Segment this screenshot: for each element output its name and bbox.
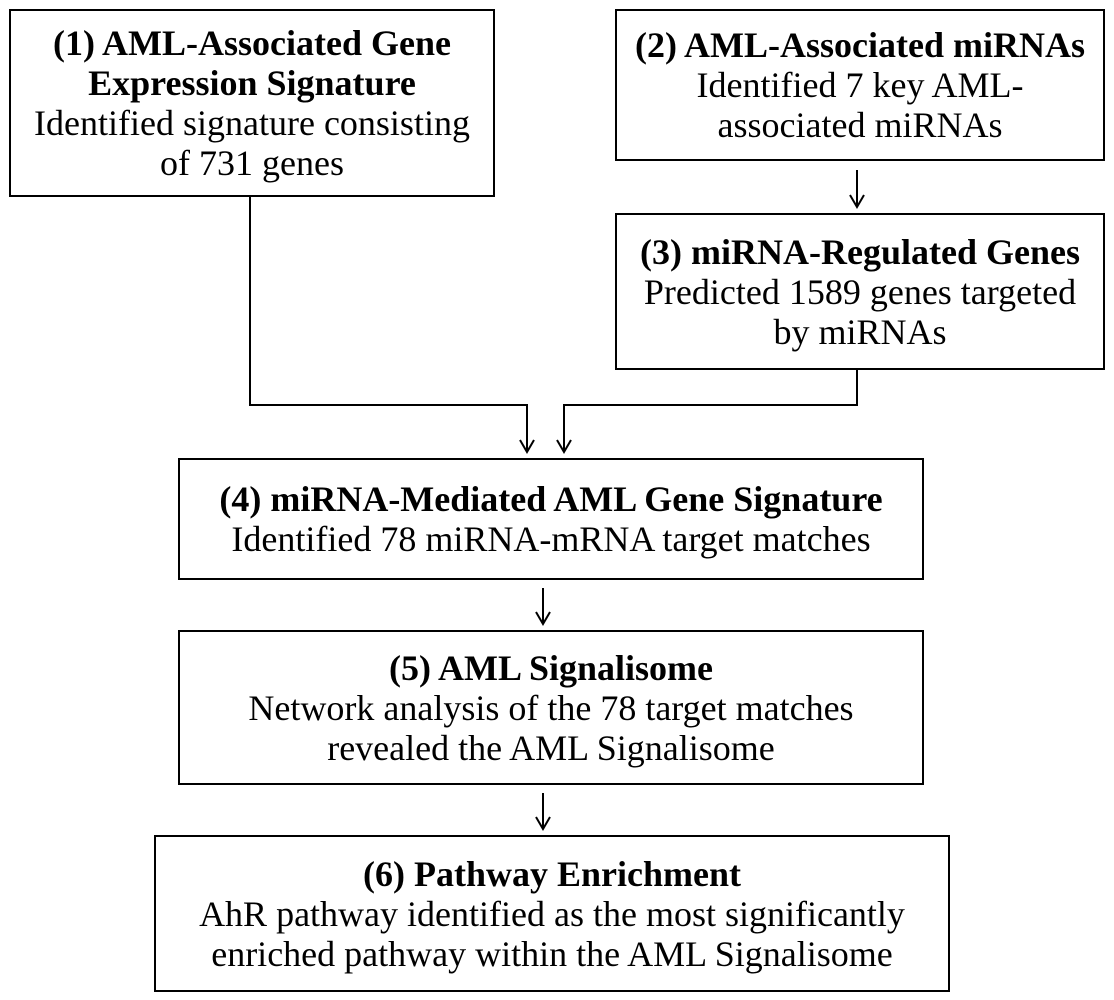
arrowhead-n2-n3 xyxy=(849,194,865,209)
node-title: (3) miRNA-Regulated Genes xyxy=(640,231,1080,272)
arrowhead-n1-n4 xyxy=(519,439,535,454)
node-pathway-enrichment: (6) Pathway Enrichment AhR pathway ident… xyxy=(154,835,950,992)
node-title: (5) AML Signalisome xyxy=(388,647,714,688)
node-description: Identified 78 miRNA-mRNA target matches xyxy=(231,519,871,559)
node-aml-gene-expression-signature: (1) AML-Associated Gene Expression Signa… xyxy=(9,9,495,197)
node-description: AhR pathway identified as the most signi… xyxy=(199,893,905,974)
node-description: Predicted 1589 genes targeted by miRNAs xyxy=(643,271,1077,352)
edge-n3-n4 xyxy=(563,370,858,450)
arrowhead-n4-n5 xyxy=(535,611,551,626)
arrowhead-n5-n6 xyxy=(535,816,551,831)
node-title: (4) miRNA-Mediated AML Gene Signature xyxy=(219,479,883,519)
node-title: (6) Pathway Enrichment xyxy=(363,853,741,894)
node-title: (2) AML-Associated miRNAs xyxy=(635,25,1085,65)
node-title: (1) AML-Associated Gene Expression Signa… xyxy=(53,23,451,103)
node-aml-associated-mirnas: (2) AML-Associated miRNAs Identified 7 k… xyxy=(615,9,1105,161)
arrowhead-n3-n4 xyxy=(556,439,572,454)
node-aml-signalisome: (5) AML Signalisome Network analysis of … xyxy=(178,630,924,785)
node-mirna-mediated-aml-gene-signature: (4) miRNA-Mediated AML Gene Signature Id… xyxy=(178,458,924,580)
node-mirna-regulated-genes: (3) miRNA-Regulated Genes Predicted 1589… xyxy=(615,213,1105,370)
edge-n1-n4 xyxy=(249,197,528,450)
node-description: Identified signature consisting of 731 g… xyxy=(34,103,470,183)
node-description: Identified 7 key AML-associated miRNAs xyxy=(696,65,1024,145)
node-description: Network analysis of the 78 target matche… xyxy=(248,687,854,768)
